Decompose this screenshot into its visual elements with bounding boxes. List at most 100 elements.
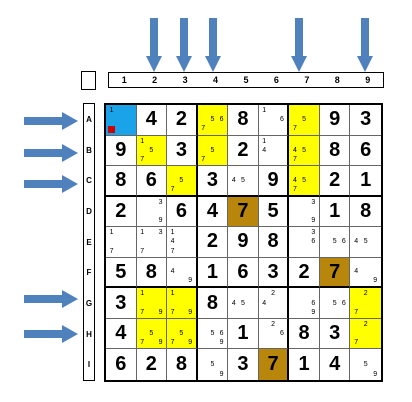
- cell-i3[interactable]: 8: [167, 349, 198, 380]
- cell-value: 2: [115, 199, 127, 222]
- cell-d6[interactable]: 5: [258, 196, 290, 228]
- cell-h1[interactable]: 4: [106, 318, 137, 350]
- cell-g4[interactable]: 8: [197, 288, 229, 319]
- red-marker-icon: [108, 125, 115, 133]
- cell-f4[interactable]: 1: [197, 257, 229, 289]
- cell-value: 1: [206, 260, 218, 283]
- cell-h8[interactable]: 3: [319, 318, 351, 350]
- candidate: 7: [170, 339, 175, 347]
- cell-e6[interactable]: 8: [258, 227, 290, 258]
- cell-h5[interactable]: 1: [228, 318, 259, 350]
- cell-c9[interactable]: 1: [350, 166, 381, 197]
- candidate: 7: [109, 247, 114, 255]
- cell-e4[interactable]: 2: [197, 227, 229, 258]
- cell-i1[interactable]: 6: [106, 349, 137, 380]
- candidate: 2: [363, 290, 368, 298]
- cell-b8[interactable]: 8: [319, 135, 351, 167]
- cell-b1[interactable]: 9: [106, 135, 137, 167]
- cell-e5[interactable]: 9: [228, 227, 259, 258]
- cell-d5[interactable]: 7: [228, 196, 259, 228]
- cell-d1[interactable]: 2: [106, 196, 137, 228]
- cell-b9[interactable]: 6: [350, 136, 381, 167]
- cell-f2[interactable]: 8: [136, 257, 168, 289]
- candidate: 3: [311, 198, 316, 206]
- cell-a8[interactable]: 9: [319, 105, 351, 136]
- cell-c2[interactable]: 6: [136, 166, 168, 197]
- cell-value: 8: [267, 230, 279, 253]
- cell-d8[interactable]: 1: [319, 196, 351, 228]
- cell-i8[interactable]: 4: [320, 349, 351, 380]
- cell-i7[interactable]: 1: [289, 349, 320, 380]
- cell-i6[interactable]: 7: [258, 349, 290, 380]
- cell-c6[interactable]: 9: [258, 166, 290, 197]
- column-label: 7: [304, 75, 310, 85]
- cell-c4[interactable]: 3: [197, 166, 229, 197]
- candidate: 5: [179, 176, 184, 184]
- row-label: E: [86, 237, 92, 247]
- cell-a3[interactable]: 2: [167, 105, 198, 136]
- cell-d4[interactable]: 4: [197, 196, 229, 228]
- candidate: 6: [341, 299, 346, 307]
- cell-c1[interactable]: 8: [106, 166, 137, 197]
- cell-b5[interactable]: 2: [228, 135, 259, 167]
- cell-value: 6: [145, 168, 157, 191]
- candidate: 7: [140, 156, 145, 164]
- cell-d9[interactable]: 8: [350, 197, 381, 228]
- cell-i5[interactable]: 3: [228, 349, 259, 380]
- cell-a1[interactable]: 1: [106, 105, 137, 136]
- cell-h7[interactable]: 8: [289, 318, 320, 350]
- cell-f6[interactable]: 3: [258, 257, 290, 289]
- candidate: 1: [140, 137, 145, 145]
- column-label: 3: [182, 75, 188, 85]
- cell-f5[interactable]: 6: [228, 257, 259, 289]
- cell-f7[interactable]: 2: [289, 257, 320, 289]
- cell-b3[interactable]: 3: [167, 135, 198, 167]
- cell-c8[interactable]: 2: [319, 166, 351, 197]
- cell-i2[interactable]: 2: [137, 349, 168, 380]
- cell-a9[interactable]: 3: [350, 105, 381, 136]
- cell-a2[interactable]: 4: [136, 105, 168, 136]
- cell-d3[interactable]: 6: [167, 196, 198, 228]
- cell-a5[interactable]: 8: [228, 105, 259, 136]
- cell-g1[interactable]: 3: [106, 288, 137, 319]
- cell-f8[interactable]: 7: [319, 257, 351, 289]
- cell-f1[interactable]: 5: [106, 257, 137, 289]
